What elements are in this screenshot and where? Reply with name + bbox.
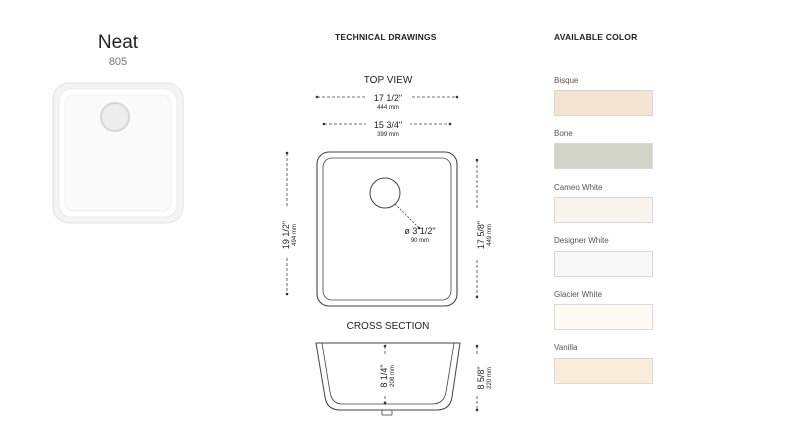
color-swatch-designer-white[interactable] bbox=[554, 251, 653, 277]
color-swatch-glacier-white[interactable] bbox=[554, 304, 653, 330]
sink-product-image bbox=[52, 82, 184, 224]
inner-width-dimension: 15 3/4" bbox=[374, 120, 402, 130]
technical-drawings-heading: TECHNICAL DRAWINGS bbox=[335, 32, 437, 42]
drain-metric: 90 mm bbox=[411, 238, 429, 244]
color-label-bone: Bone bbox=[554, 129, 573, 138]
product-name: Neat bbox=[97, 32, 139, 53]
inner-length-metric: 449 mm bbox=[487, 224, 493, 246]
outer-width-metric: 444 mm bbox=[377, 105, 399, 111]
technical-drawing: TOP VIEW 17 1/2" 444 mm 15 3/4" 399 mm ø… bbox=[279, 75, 493, 416]
color-swatch-bone[interactable] bbox=[554, 143, 653, 169]
product-code: 805 bbox=[108, 56, 128, 68]
outer-length-dimension: 19 1/2" bbox=[281, 221, 291, 249]
color-label-vanilla: Vanilla bbox=[554, 343, 578, 352]
top-view-label: TOP VIEW bbox=[364, 75, 413, 86]
drain-dimension: ø 3 1/2" bbox=[404, 226, 435, 236]
color-label-bisque: Bisque bbox=[554, 76, 579, 85]
color-label-designer-white: Designer White bbox=[554, 236, 609, 245]
color-label-cameo-white: Cameo White bbox=[554, 183, 603, 192]
outer-width-dimension: 17 1/2" bbox=[374, 93, 402, 103]
outer-depth-dimension: 8 5/8" bbox=[476, 366, 486, 389]
inner-depth-metric: 208 mm bbox=[390, 365, 396, 387]
color-label-glacier-white: Glacier White bbox=[554, 290, 603, 299]
color-swatch-bisque[interactable] bbox=[554, 90, 653, 116]
inner-length-dimension: 17 5/8" bbox=[476, 221, 486, 249]
inner-width-metric: 399 mm bbox=[377, 132, 399, 138]
color-swatch-vanilla[interactable] bbox=[554, 358, 653, 384]
cross-section-label: CROSS SECTION bbox=[347, 321, 430, 332]
color-swatch-cameo-white[interactable] bbox=[554, 197, 653, 223]
outer-depth-metric: 220 mm bbox=[487, 367, 493, 389]
outer-length-metric: 494 mm bbox=[292, 224, 298, 246]
available-color-heading: AVAILABLE COLOR bbox=[554, 32, 638, 42]
inner-depth-dimension: 8 1/4" bbox=[379, 364, 389, 387]
